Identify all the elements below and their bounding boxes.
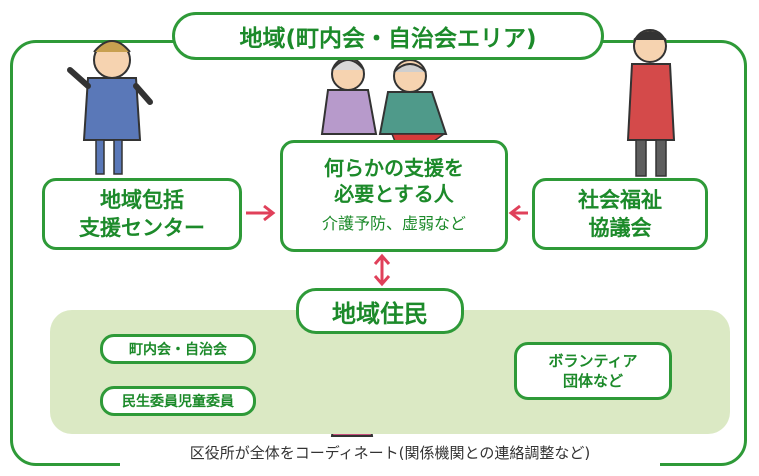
volunteer-groups-pill: ボランティア 団体など xyxy=(514,342,672,400)
arrow-left-to-center xyxy=(246,204,276,222)
center-box-line2: 必要とする人 xyxy=(334,182,454,206)
residents-title: 地域住民 xyxy=(296,288,464,334)
social-welfare-council-box: 社会福祉 協議会 xyxy=(532,178,708,250)
community-area-title: 地域(町内会・自治会エリア) xyxy=(172,12,604,60)
neighborhood-association-pill: 町内会・自治会 xyxy=(100,334,256,364)
center-box-subtitle: 介護予防、虚弱など xyxy=(321,214,466,233)
elderly-couple-illustration xyxy=(320,57,448,145)
volunteer-line1: ボランティア xyxy=(548,352,638,370)
volunteer-line2: 団体など xyxy=(562,372,623,390)
care-worker-illustration xyxy=(67,40,153,175)
left-box-line1: 地域包括 xyxy=(100,188,184,212)
right-box-line2: 協議会 xyxy=(588,216,652,240)
arrow-center-residents xyxy=(373,253,391,287)
center-box-line1: 何らかの支援を xyxy=(324,156,464,180)
left-box-line2: 支援センター xyxy=(79,216,205,240)
comprehensive-support-center-box: 地域包括 支援センター xyxy=(42,178,242,250)
person-needing-support-box: 何らかの支援を 必要とする人 介護予防、虚弱など xyxy=(280,140,508,252)
welfare-commissioner-pill: 民生委員児童委員 xyxy=(100,386,256,416)
coordination-caption: 区役所が全体をコーディネート(関係機関との連絡調整など) xyxy=(120,438,660,466)
arrow-right-to-center xyxy=(508,204,528,222)
right-box-line1: 社会福祉 xyxy=(578,188,662,212)
shop-worker-illustration xyxy=(626,29,676,177)
